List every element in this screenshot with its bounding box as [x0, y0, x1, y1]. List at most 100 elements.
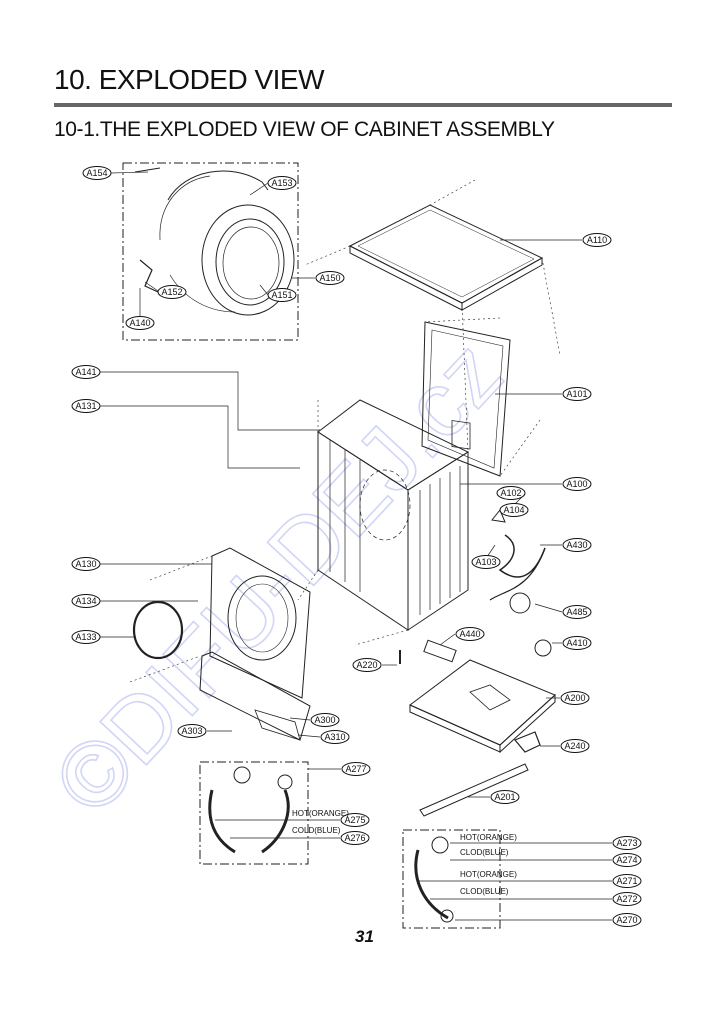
- note-clod-blue-2: CLOD(BLUE): [460, 848, 509, 857]
- part-label-a220: A220: [352, 658, 382, 672]
- part-label-a110: A110: [582, 233, 612, 247]
- part-label-text: A133: [75, 632, 96, 642]
- door-outer-ring: [201, 204, 295, 316]
- part-label-a270: A270: [612, 913, 642, 927]
- part-label-a151: A151: [267, 288, 297, 302]
- part-label-text: A150: [319, 273, 340, 283]
- note-hot-orange-1: HOT(ORANGE): [292, 809, 349, 818]
- part-label-a277: A277: [341, 762, 371, 776]
- part-label-a154: A154: [82, 166, 112, 180]
- part-label-text: A131: [75, 401, 96, 411]
- part-label-a272: A272: [612, 892, 642, 906]
- part-label-text: A100: [566, 479, 587, 489]
- part-label-text: A410: [566, 638, 587, 648]
- note-cold-blue-1: COLD(BLUE): [292, 826, 341, 835]
- note-clod-blue-3: CLOD(BLUE): [460, 887, 509, 896]
- part-label-text: A272: [616, 894, 637, 904]
- part-label-text: A273: [616, 838, 637, 848]
- part-label-text: A200: [564, 693, 585, 703]
- part-label-text: A110: [587, 235, 607, 245]
- part-label-text: A140: [129, 318, 150, 328]
- part-label-text: A430: [566, 540, 587, 550]
- part-label-a131: A131: [71, 399, 101, 413]
- part-label-text: A141: [75, 367, 96, 377]
- part-label-a140: A140: [125, 316, 155, 330]
- part-label-text: A152: [161, 287, 182, 297]
- hose-kit-1-hoses: [208, 789, 290, 854]
- part-label-text: A130: [75, 559, 96, 569]
- note-hot-orange-3: HOT(ORANGE): [460, 870, 517, 879]
- part-label-a200: A200: [560, 691, 590, 705]
- front-panel: [209, 547, 311, 699]
- part-label-a275: A275: [340, 813, 370, 827]
- part-label-text: A153: [271, 178, 292, 188]
- cabinet-body: [317, 399, 470, 491]
- hose-kit-1-box: [199, 761, 309, 865]
- control-panel: [199, 651, 311, 741]
- part-label-a134: A134: [71, 594, 101, 608]
- part-label-a300: A300: [310, 713, 340, 727]
- part-label-a310: A310: [320, 730, 350, 744]
- part-label-a100: A100: [562, 477, 592, 491]
- sensor-part: [534, 639, 552, 657]
- part-label-text: A270: [616, 915, 637, 925]
- part-label-a133: A133: [71, 630, 101, 644]
- part-label-a150: A150: [315, 271, 345, 285]
- top-plate: [348, 204, 544, 304]
- wire-harness: [423, 639, 457, 663]
- part-label-a101: A101: [562, 387, 592, 401]
- part-label-text: A485: [566, 607, 587, 617]
- part-label-text: A240: [564, 741, 585, 751]
- part-label-a130: A130: [71, 557, 101, 571]
- part-label-a153: A153: [267, 176, 297, 190]
- part-label-a271: A271: [612, 874, 642, 888]
- part-label-a430: A430: [562, 538, 592, 552]
- heading-rule: [54, 103, 672, 107]
- part-label-a274: A274: [612, 853, 642, 867]
- part-label-text: A271: [616, 876, 637, 886]
- part-label-a273: A273: [612, 836, 642, 850]
- part-label-a240: A240: [560, 739, 590, 753]
- part-label-text: A277: [345, 764, 366, 774]
- drain-pump: [514, 731, 541, 753]
- part-label-text: A440: [459, 629, 480, 639]
- part-label-a201: A201: [490, 790, 520, 804]
- section-heading: 10. EXPLODED VIEW: [54, 64, 325, 95]
- hose-kit-2-box: [402, 829, 501, 929]
- part-label-text: A303: [181, 726, 202, 736]
- part-label-text: A151: [271, 290, 292, 300]
- hose-kit-2-hose: [414, 849, 449, 920]
- door-hinge: [139, 259, 159, 293]
- part-label-text: A300: [314, 715, 335, 725]
- part-label-a152: A152: [157, 285, 187, 299]
- part-label-text: A104: [503, 505, 524, 515]
- part-label-text: A102: [500, 488, 521, 498]
- door-inner-ring: [215, 218, 285, 306]
- part-label-text: A276: [344, 833, 365, 843]
- part-label-a103: A103: [471, 555, 501, 569]
- part-label-text: A103: [475, 557, 496, 567]
- section-subheading: 10-1.THE EXPLODED VIEW OF CABINET ASSEMB…: [54, 118, 555, 141]
- part-label-text: A220: [356, 660, 377, 670]
- part-label-text: A154: [86, 168, 107, 178]
- front-panel-opening: [227, 575, 297, 661]
- door-gasket: [132, 600, 184, 660]
- part-label-a410: A410: [562, 636, 592, 650]
- part-label-a440: A440: [455, 627, 485, 641]
- part-label-text: A310: [324, 732, 345, 742]
- part-label-text: A275: [344, 815, 365, 825]
- back-panel: [421, 321, 511, 477]
- part-label-text: A274: [616, 855, 637, 865]
- part-label-a303: A303: [177, 724, 207, 738]
- part-label-a485: A485: [562, 605, 592, 619]
- note-hot-orange-2: HOT(ORANGE): [460, 833, 517, 842]
- door-assembly-box: [122, 162, 299, 341]
- part-label-a104: A104: [499, 503, 529, 517]
- part-label-a276: A276: [340, 831, 370, 845]
- base-bracket: [419, 763, 529, 817]
- part-label-a102: A102: [496, 486, 526, 500]
- page-number: 31: [355, 927, 374, 946]
- power-cord: [489, 547, 546, 601]
- part-label-text: A101: [566, 389, 587, 399]
